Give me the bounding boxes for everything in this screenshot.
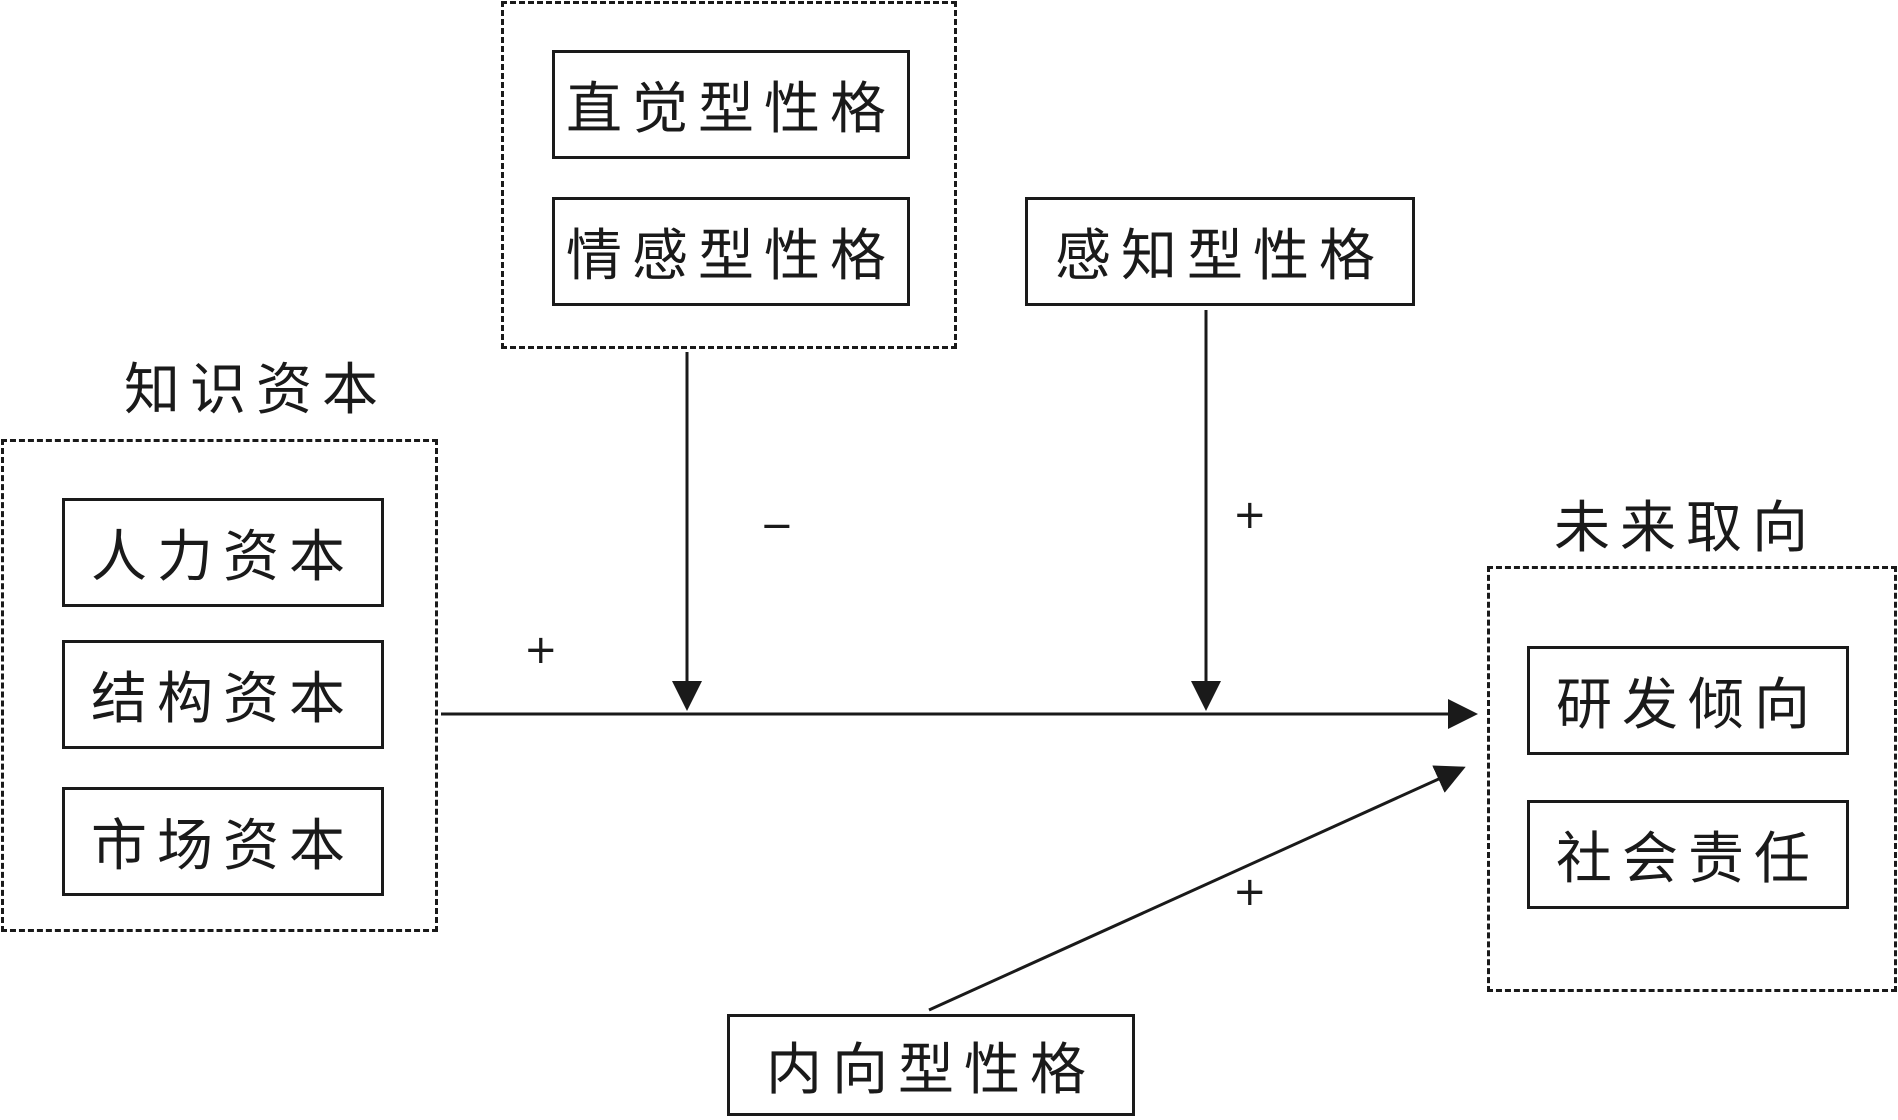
introvert-effect-sign: +	[1233, 869, 1267, 915]
human-capital-box: 人力资本	[62, 498, 384, 607]
social-responsibility-label: 社会责任	[1556, 827, 1820, 892]
future-orientation-title: 未来取向	[1554, 496, 1818, 561]
market-capital-label: 市场资本	[91, 814, 355, 879]
structural-capital-box: 结构资本	[62, 640, 384, 749]
perceiving-personality-box: 感知型性格	[1025, 197, 1415, 306]
knowledge-capital-group	[1, 439, 438, 932]
intuitive-personality-label: 直觉型性格	[566, 77, 896, 142]
knowledge-capital-title: 知识资本	[124, 358, 388, 423]
human-capital-label: 人力资本	[91, 525, 355, 590]
perceiving-effect-sign: +	[1233, 492, 1267, 538]
rd-tendency-label: 研发倾向	[1556, 673, 1820, 738]
intuitive-feeling-effect-sign: −	[760, 503, 794, 549]
market-capital-box: 市场资本	[62, 787, 384, 896]
feeling-personality-label: 情感型性格	[566, 224, 896, 289]
perceiving-personality-label: 感知型性格	[1055, 224, 1385, 289]
rd-tendency-box: 研发倾向	[1527, 646, 1849, 755]
introvert-personality-label: 内向型性格	[766, 1037, 1096, 1103]
main-effect-sign: +	[524, 627, 558, 673]
intuitive-personality-box: 直觉型性格	[552, 50, 910, 159]
introvert-personality-box: 内向型性格	[727, 1014, 1135, 1116]
intuitive-feeling-group	[501, 1, 957, 349]
social-responsibility-box: 社会责任	[1527, 800, 1849, 909]
introvert-effect-arrow	[928, 765, 1466, 1012]
feeling-personality-box: 情感型性格	[552, 197, 910, 306]
future-orientation-group	[1487, 566, 1897, 992]
structural-capital-label: 结构资本	[91, 667, 355, 732]
